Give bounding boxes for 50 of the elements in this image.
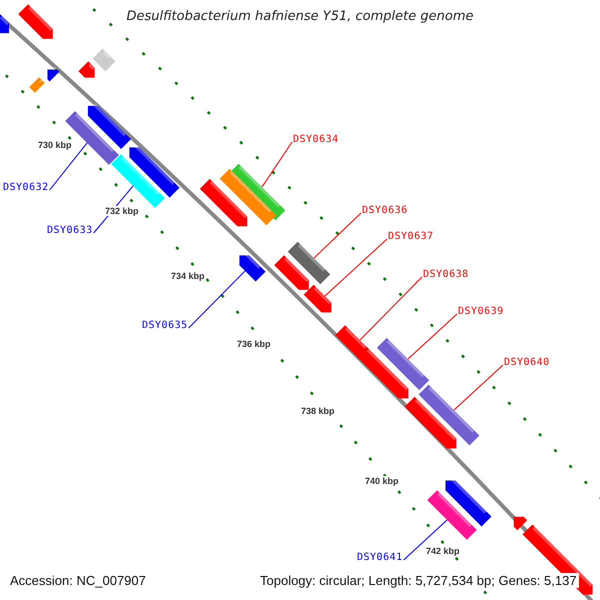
gene-bar bbox=[111, 154, 165, 208]
leader-line bbox=[359, 276, 422, 341]
gene-label: DSY0632 bbox=[3, 182, 49, 193]
scale-label: 742 kbp bbox=[425, 546, 461, 556]
leader-line bbox=[324, 238, 388, 297]
gene-bar bbox=[92, 48, 116, 72]
gene-label: DSY0640 bbox=[504, 357, 550, 368]
gene-bar bbox=[304, 284, 332, 312]
scale-label: 734 kbp bbox=[170, 271, 206, 281]
leader-line bbox=[453, 364, 504, 411]
gene-bar bbox=[274, 255, 309, 290]
scale-label: 740 kbp bbox=[364, 476, 400, 486]
gene-bar bbox=[356, 346, 408, 398]
gene-label: DSY0639 bbox=[458, 306, 504, 317]
scale-label: 736 kbp bbox=[236, 339, 272, 349]
gene-bar bbox=[446, 478, 492, 526]
gene-label: DSY0641 bbox=[357, 552, 403, 563]
gene-bar bbox=[88, 103, 132, 150]
gene-bar bbox=[418, 384, 480, 446]
gene-bar bbox=[427, 490, 477, 540]
gene-bar bbox=[29, 77, 45, 93]
scale-label: 730 kbp bbox=[37, 140, 73, 150]
gene-bar bbox=[0, 14, 10, 34]
gene-label: DSY0638 bbox=[423, 269, 469, 280]
gene-bar bbox=[47, 66, 60, 82]
gene-bar bbox=[18, 4, 53, 39]
gene-bar bbox=[376, 338, 430, 390]
gene-bar bbox=[404, 396, 456, 448]
gene-label: DSY0635 bbox=[142, 320, 188, 331]
leader-line bbox=[313, 212, 362, 259]
leader-line bbox=[49, 142, 88, 190]
leader-line bbox=[407, 314, 458, 360]
scale-label: 738 kbp bbox=[300, 406, 336, 416]
gene-bar bbox=[200, 178, 248, 226]
gene-label: DSY0633 bbox=[47, 225, 93, 236]
gene-bar bbox=[288, 242, 330, 284]
gene-label: DSY0636 bbox=[362, 205, 408, 216]
leader-line bbox=[261, 142, 292, 188]
gene-bar bbox=[239, 252, 266, 282]
footer-text: Topology: circular; Length: 5,727,534 bp; Genes: 5,137 bbox=[258, 573, 579, 588]
scale-label: 732 kbp bbox=[104, 206, 140, 216]
title: Desulfitobacterium hafniense Y51, complete genome bbox=[125, 9, 474, 24]
leader-line bbox=[188, 270, 246, 328]
gene-label: DSY0637 bbox=[388, 231, 434, 242]
gene-bar bbox=[78, 61, 95, 78]
footer-text: Accession: NC_007907 bbox=[8, 573, 148, 588]
gene-bar bbox=[220, 168, 276, 226]
gene-label: DSY0634 bbox=[293, 134, 339, 145]
leader-line bbox=[403, 519, 448, 560]
gene-bar bbox=[129, 144, 180, 198]
